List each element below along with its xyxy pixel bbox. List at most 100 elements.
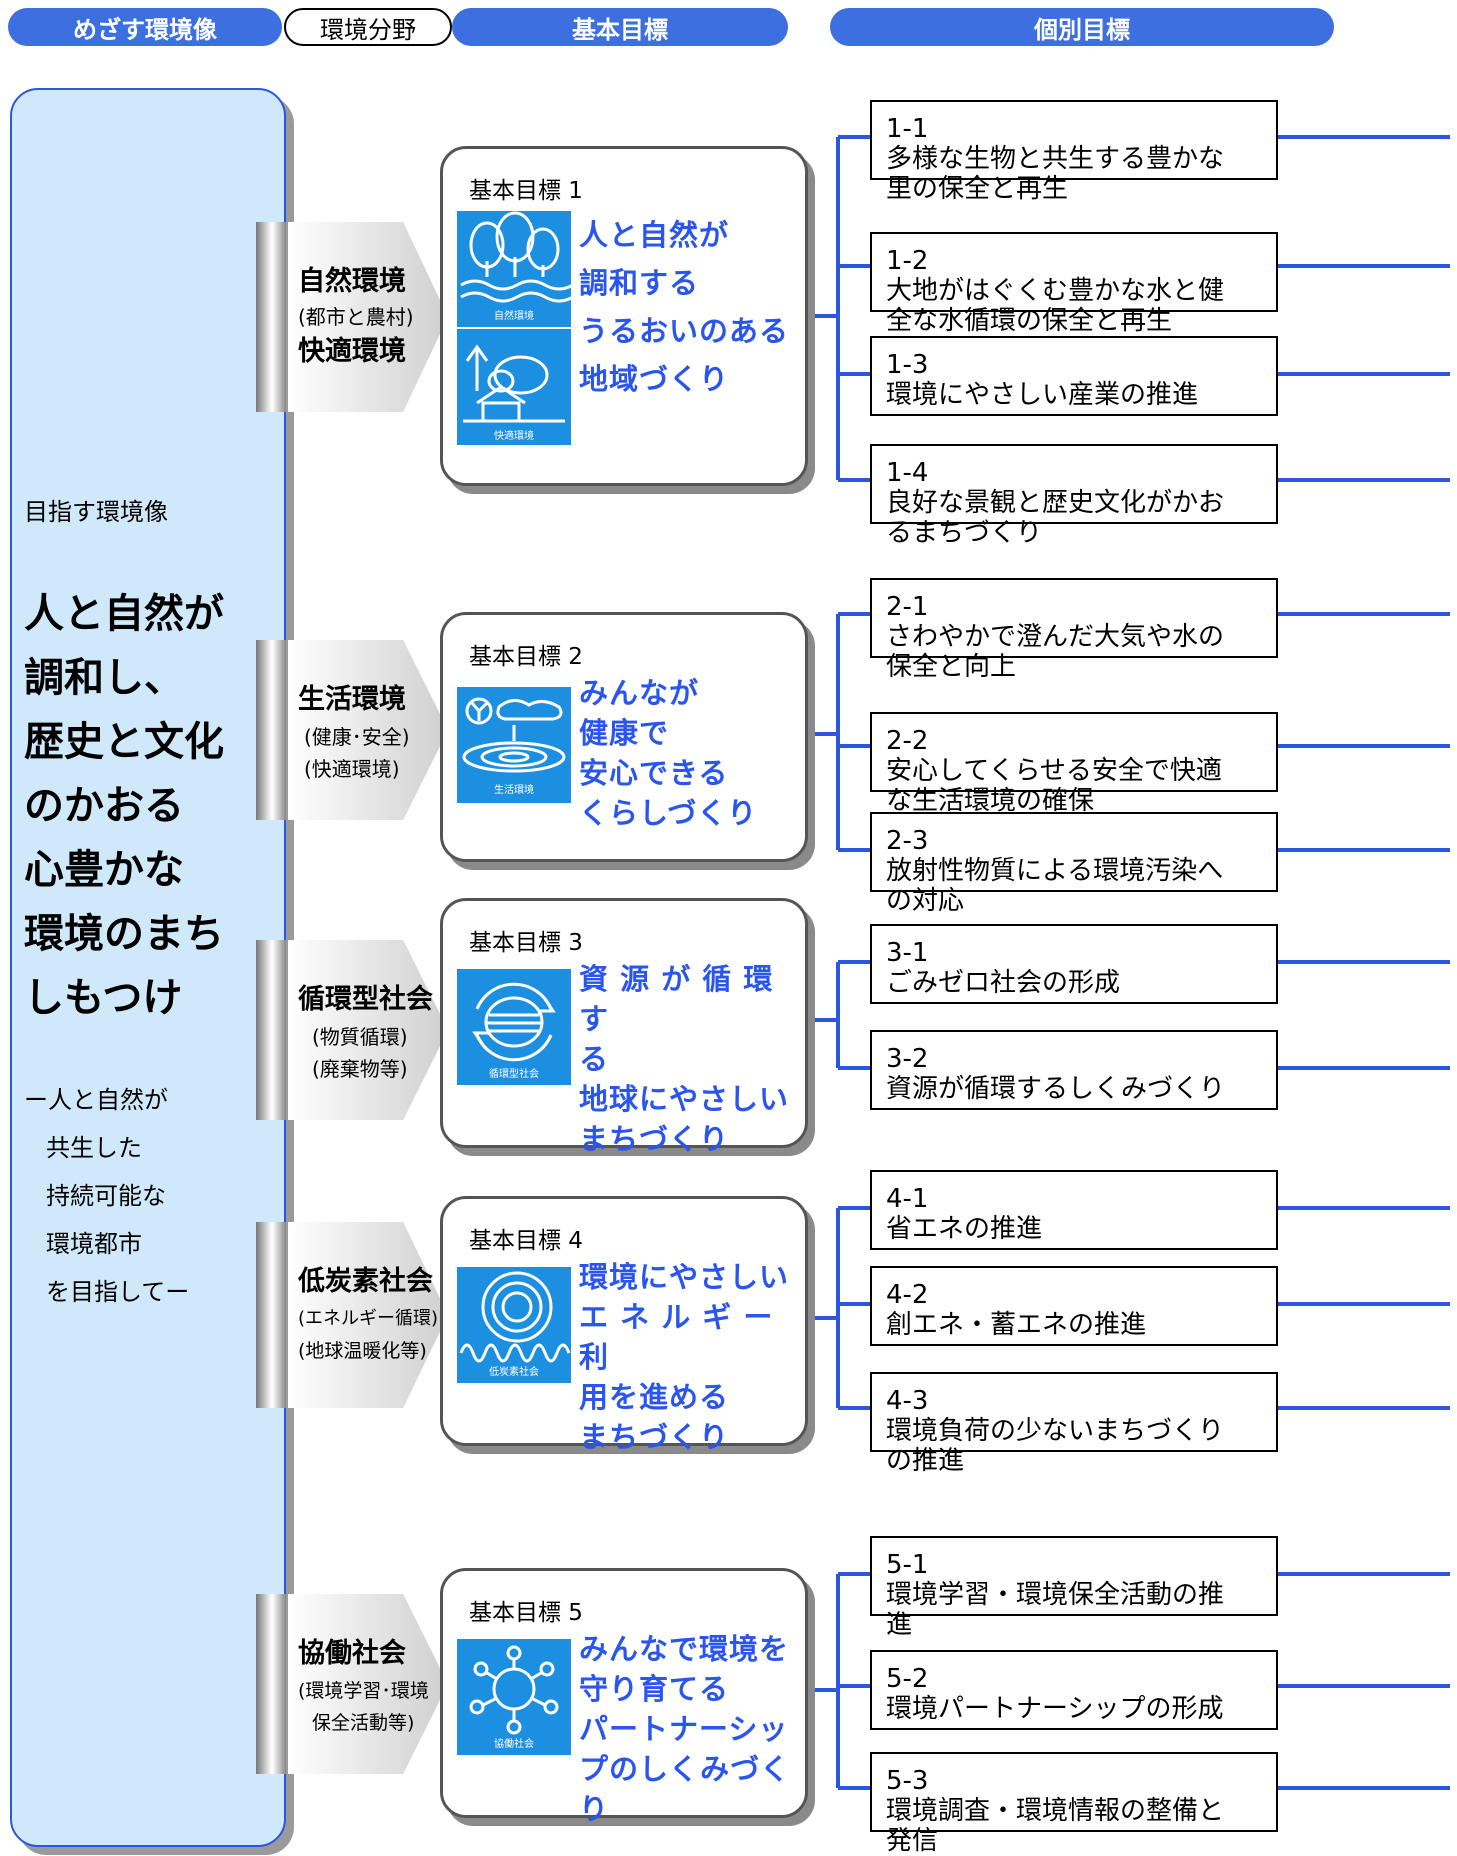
field-subtitle: (エネルギー循環) [298, 1308, 439, 1329]
desc-line: エ ネ ル ギ ー 利 [579, 1300, 774, 1374]
goal-number: 4-3 [886, 1386, 929, 1416]
vision-sub-line: 環境都市 [46, 1230, 142, 1258]
field-natural-environment: 自然環境 (都市と農村) 快適環境 [256, 222, 448, 412]
vision-line: 歴史と文化 [24, 719, 224, 765]
icon-caption: 循環型社会 [489, 1067, 539, 1080]
field-cooperative-society: 協働社会 (環境学習･環境 保全活動等) [256, 1594, 448, 1774]
basic-goal-description: みんなで環境を 守り育てる パートナーシッ プのしくみづくり [579, 1629, 805, 1829]
individual-goal: 4-1省エネの推進 [870, 1170, 1278, 1250]
icon-caption: 低炭素社会 [489, 1365, 539, 1378]
individual-goal: 4-2創エネ・蓄エネの推進 [870, 1266, 1278, 1346]
goal-text: 大地がはぐくむ豊かな水と健全な水循環の保全と再生 [886, 276, 1225, 336]
field-bar [256, 222, 286, 412]
vision-label: 目指す環境像 [24, 498, 168, 526]
goal-text: 環境負荷の少ないまちづくりの推進 [886, 1416, 1225, 1476]
individual-goal: 2-1さわやかで澄んだ大気や水の保全と向上 [870, 578, 1278, 682]
vision-line: のかおる [24, 783, 184, 829]
field-bar [256, 1594, 286, 1774]
desc-line: 調和する [579, 266, 700, 300]
desc-line: 人と自然が [579, 218, 730, 252]
low-carbon-society-icon: 低炭素社会 [457, 1267, 571, 1383]
vision-panel [10, 88, 286, 1847]
goal-text: 環境調査・環境情報の整備と発信 [886, 1796, 1225, 1856]
individual-goal: 5-2環境パートナーシップの形成 [870, 1650, 1278, 1730]
desc-line: 地球にやさしい [579, 1082, 790, 1116]
desc-line: 用を進める [579, 1380, 730, 1414]
nature-environment-icon: 自然環境 [457, 211, 571, 327]
desc-line: うるおいのある [579, 314, 790, 348]
desc-line: 環境にやさしい [579, 1260, 790, 1294]
vision-line: 調和し、 [24, 655, 184, 701]
goal-number: 1-3 [886, 350, 929, 380]
desc-line: まちづくり [579, 1420, 730, 1454]
desc-line: みんなで環境を [579, 1632, 790, 1666]
individual-goal: 1-4良好な景観と歴史文化がかおるまちづくり [870, 444, 1278, 548]
individual-goal: 5-3環境調査・環境情報の整備と発信 [870, 1752, 1278, 1856]
icon-caption: 協働社会 [494, 1737, 534, 1750]
field-title: 循環型社会 [298, 984, 433, 1015]
desc-line: る [579, 1042, 610, 1076]
field-title: 生活環境 [298, 684, 406, 715]
goal-text: さわやかで澄んだ大気や水の保全と向上 [886, 622, 1225, 682]
desc-line: みんなが [579, 676, 700, 710]
field-subtitle: (物質循環) [312, 1025, 408, 1049]
field-title: 快適環境 [298, 336, 406, 367]
field-bar [256, 1222, 286, 1408]
individual-goal: 1-2大地がはぐくむ豊かな水と健全な水循環の保全と再生 [870, 232, 1278, 336]
field-recycling-society: 循環型社会 (物質循環) (廃棄物等) [256, 940, 448, 1120]
goal-number: 4-2 [886, 1280, 929, 1310]
desc-line: くらしづくり [579, 796, 758, 830]
icon-caption: 自然環境 [494, 309, 534, 322]
goal-number: 5-3 [886, 1766, 929, 1796]
basic-goal-3: 基本目標 3 循環型社会 資 源 が 循 環 す る 地球にやさしい まちづくり [440, 898, 808, 1156]
header-field: 環境分野 [284, 8, 452, 46]
goal-text: 放射性物質による環境汚染への対応 [886, 856, 1224, 916]
goal-number: 2-3 [886, 826, 929, 856]
goal-text: 環境パートナーシップの形成 [886, 1694, 1224, 1724]
field-low-carbon-society: 低炭素社会 (エネルギー循環) (地球温暖化等) [256, 1222, 448, 1408]
goal-number: 2-2 [886, 726, 929, 756]
desc-line: 地域づくり [579, 362, 730, 396]
vision-line: 心豊かな [24, 847, 184, 893]
basic-goal-1: 基本目標 1 自然環境 快適環境 人と自然が 調和する うるおいのある 地域づく… [440, 146, 808, 486]
header-basic-goal: 基本目標 [452, 8, 788, 46]
goal-text: 環境にやさしい産業の推進 [886, 380, 1199, 410]
goal-text: 良好な景観と歴史文化がかおるまちづくり [886, 488, 1225, 548]
goal-number: 3-2 [886, 1044, 929, 1074]
amenity-environment-icon: 快適環境 [457, 329, 571, 445]
living-environment-icon: 生活環境 [457, 687, 571, 803]
goal-number: 3-1 [886, 938, 929, 968]
individual-goal: 4-3環境負荷の少ないまちづくりの推進 [870, 1372, 1278, 1476]
goal-number: 5-1 [886, 1550, 929, 1580]
vision-sub-line: 持続可能な [46, 1182, 166, 1210]
vision-sub-line: を目指してー [46, 1278, 190, 1306]
goal-number: 1-2 [886, 246, 929, 276]
goal-text: 創エネ・蓄エネの推進 [886, 1310, 1147, 1340]
desc-line: パートナーシッ [579, 1712, 789, 1746]
goal-text: ごみゼロ社会の形成 [886, 968, 1121, 998]
desc-line: 守り育てる [579, 1672, 730, 1706]
basic-goal-description: みんなが 健康で 安心できる くらしづくり [579, 673, 757, 833]
vision-sub-line: 共生した [46, 1134, 142, 1162]
field-subtitle: (廃棄物等) [312, 1057, 408, 1081]
individual-goal: 1-1多様な生物と共生する豊かな里の保全と再生 [870, 100, 1278, 204]
field-subtitle: (健康･安全) [304, 725, 410, 749]
field-title: 低炭素社会 [298, 1266, 433, 1297]
field-bar [256, 640, 286, 820]
desc-line: 安心できる [579, 756, 729, 790]
field-bar [256, 940, 286, 1120]
field-subtitle: (環境学習･環境 [298, 1680, 429, 1702]
goal-text: 多様な生物と共生する豊かな里の保全と再生 [886, 144, 1225, 204]
desc-line: プのしくみづくり [579, 1752, 791, 1826]
field-subtitle: (都市と農村) [298, 305, 414, 329]
desc-line: まちづくり [579, 1122, 730, 1156]
recycling-society-icon: 循環型社会 [457, 969, 571, 1085]
desc-line: 資 源 が 循 環 す [579, 962, 774, 1036]
basic-goal-description: 環境にやさしい エ ネ ル ギ ー 利 用を進める まちづくり [579, 1257, 805, 1457]
field-living-environment: 生活環境 (健康･安全) (快適環境) [256, 640, 448, 820]
basic-goal-title: 基本目標 5 [469, 1600, 583, 1626]
basic-goal-title: 基本目標 4 [469, 1228, 583, 1254]
cooperative-society-icon: 協働社会 [457, 1639, 571, 1755]
goal-text: 資源が循環するしくみづくり [886, 1074, 1226, 1104]
vision-line: 人と自然が [24, 591, 224, 637]
